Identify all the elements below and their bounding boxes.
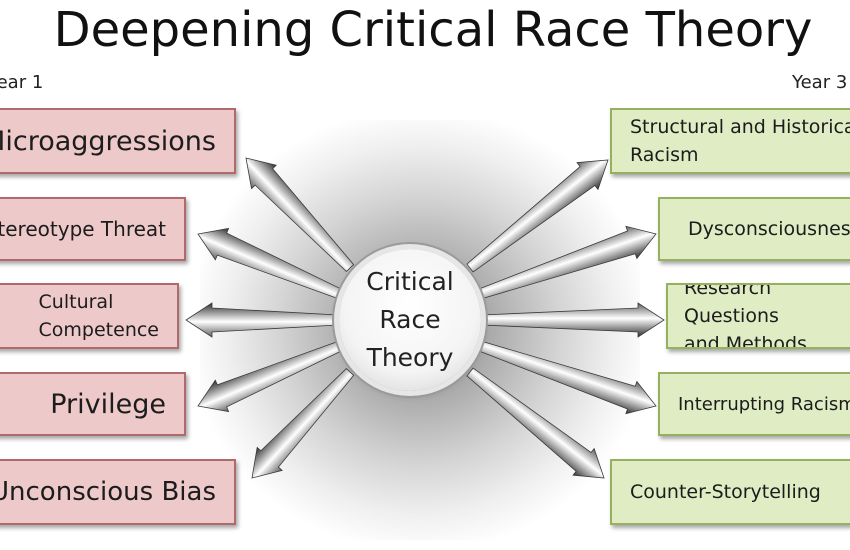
left-topic-box: Privilege <box>0 372 186 436</box>
arrow <box>466 159 609 273</box>
arrow <box>477 340 657 415</box>
year-left-label: Year 1 <box>0 72 44 93</box>
left-topic-box: Unconscious Bias <box>0 459 236 525</box>
right-topic-box: Interrupting Racism <box>658 372 850 436</box>
right-topic-box: Dysconsciousness <box>658 197 850 261</box>
right-topic-box: Structural and Historical Racism <box>610 108 850 174</box>
arrow <box>466 367 605 479</box>
left-topic-box: Cultural Competence <box>0 283 179 349</box>
right-topic-box: Counter-Storytelling <box>610 459 850 525</box>
diagram-title: Deepening Critical Race Theory <box>53 2 813 58</box>
left-topic-label: Microaggressions <box>0 125 216 157</box>
arrow <box>245 157 355 272</box>
arrow <box>477 225 657 300</box>
arrow <box>481 302 665 338</box>
left-topic-label: Privilege <box>50 388 166 420</box>
left-topic-box: Microaggressions <box>0 108 236 174</box>
arrow <box>197 227 343 300</box>
left-topic-label: Unconscious Bias <box>0 477 216 507</box>
center-label: Critical Race Theory <box>366 267 454 372</box>
right-topic-label: Dysconsciousness <box>688 218 850 240</box>
right-topic-label: Structural and Historical Racism <box>630 116 850 166</box>
left-topic-box: Stereotype Threat <box>0 197 186 261</box>
left-topic-label: Cultural Competence <box>38 291 159 341</box>
left-topic-label: Stereotype Threat <box>0 217 166 241</box>
right-topic-box: Research Questions and Methods <box>666 283 850 349</box>
year-right-label: Year 3 <box>792 72 848 93</box>
center-circle: Critical Race Theory <box>339 249 481 391</box>
arrow <box>251 368 355 479</box>
arrow <box>185 302 339 338</box>
right-topic-label: Counter-Storytelling <box>630 481 821 503</box>
right-topic-label: Research Questions and Methods <box>684 283 807 349</box>
arrow <box>197 340 343 413</box>
right-topic-label: Interrupting Racism <box>678 393 850 415</box>
